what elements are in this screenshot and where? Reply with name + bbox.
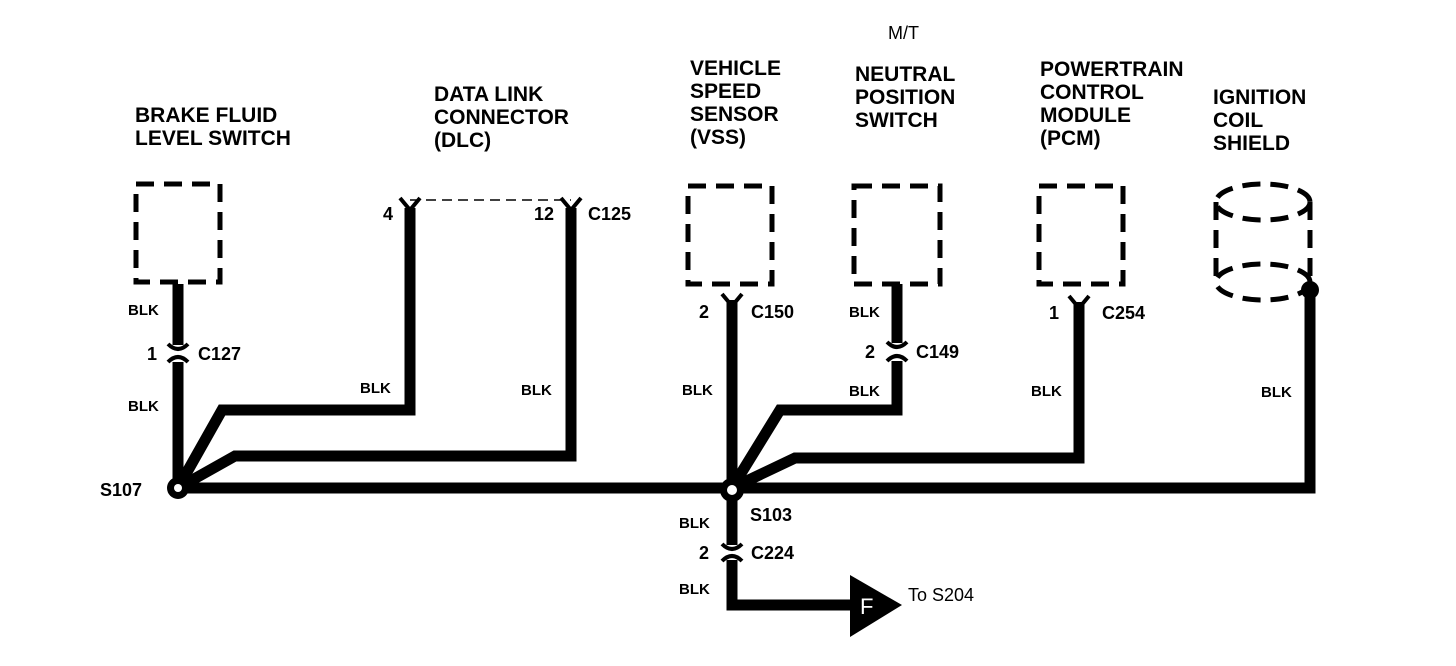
c125-label: C125	[588, 204, 631, 224]
label-line: DATA LINK	[434, 83, 543, 106]
vehicle-speed-sensor-label: VEHICLE SPEED SENSOR (VSS)	[690, 57, 781, 149]
wire-color-shield: BLK	[1261, 384, 1292, 401]
neutral-switch-box	[851, 183, 943, 287]
wire-color-brake-upper: BLK	[128, 302, 159, 319]
brake-fluid-level-switch-label: BRAKE FLUID LEVEL SWITCH	[135, 104, 291, 150]
wire-color-labels: BLK BLK BLK BLK BLK BLK BLK BLK BLK BLK …	[128, 302, 1292, 598]
wire-neutral-lower	[727, 361, 903, 491]
wire-color-dlc-4: BLK	[360, 380, 391, 397]
c150-pin: 2	[699, 302, 709, 322]
label-line: BRAKE FLUID	[135, 104, 277, 127]
wire-color-brake-lower: BLK	[128, 398, 159, 415]
wire-dlc-pin12	[175, 208, 577, 493]
label-line: COIL	[1213, 109, 1263, 132]
c127-pin: 1	[147, 344, 157, 364]
label-line: (DLC)	[434, 129, 491, 152]
vss-box	[685, 183, 775, 287]
label-line: SENSOR	[690, 103, 779, 126]
shield-tap-dot	[1301, 281, 1319, 299]
mt-label: M/T	[888, 23, 919, 43]
wires	[172, 208, 1316, 611]
label-line: SWITCH	[855, 109, 938, 132]
neutral-position-switch-label: NEUTRAL POSITION SWITCH	[855, 63, 955, 132]
c150-label: C150	[751, 302, 794, 322]
label-line: VEHICLE	[690, 57, 781, 80]
pcm-label: POWERTRAIN CONTROL MODULE (PCM)	[1040, 58, 1184, 150]
label-line: SPEED	[690, 80, 761, 103]
label-line: (VSS)	[690, 126, 746, 149]
label-line: IGNITION	[1213, 86, 1306, 109]
label-line: CONNECTOR	[434, 106, 569, 129]
c149-pin: 2	[865, 342, 875, 362]
splice-s103-center	[727, 485, 737, 495]
label-line: CONTROL	[1040, 81, 1144, 104]
label-line: POSITION	[855, 86, 955, 109]
c125-pin-12: 12	[534, 204, 554, 224]
c224-label: C224	[751, 543, 794, 563]
arrow-shape	[850, 575, 902, 637]
label-line: LEVEL SWITCH	[135, 127, 291, 150]
data-link-connector-label: DATA LINK CONNECTOR (DLC)	[434, 83, 569, 152]
wire-color-pcm: BLK	[1031, 383, 1062, 400]
c224-pin: 2	[699, 543, 709, 563]
c125-pin-4: 4	[383, 204, 393, 224]
s107-label: S107	[100, 480, 142, 500]
ground-arrow: F To S204	[850, 575, 974, 637]
wire-color-dlc-12: BLK	[521, 382, 552, 399]
ignition-coil-shield-label: IGNITION COIL SHIELD	[1213, 86, 1306, 155]
wire-ignition-shield	[732, 288, 1316, 494]
arrow-letter: F	[860, 594, 873, 619]
wire-color-neutral-upper: BLK	[849, 304, 880, 321]
wire-dlc-pin4	[173, 208, 416, 491]
label-line: NEUTRAL	[855, 63, 955, 86]
pcm-box	[1036, 183, 1126, 287]
c149-label: C149	[916, 342, 959, 362]
splice-s107-center	[174, 484, 182, 492]
s103-label: S103	[750, 505, 792, 525]
to-s204-label: To S204	[908, 585, 974, 605]
c254-label: C254	[1102, 303, 1145, 323]
wire-to-s204	[726, 560, 855, 611]
label-line: SHIELD	[1213, 132, 1290, 155]
brake-fluid-switch-box	[133, 181, 223, 285]
label-line: POWERTRAIN	[1040, 58, 1184, 81]
wire-color-vss: BLK	[682, 382, 713, 399]
wire-color-neutral-lower: BLK	[849, 383, 880, 400]
c254-pin: 1	[1049, 303, 1059, 323]
wire-color-s103-lower: BLK	[679, 515, 710, 532]
connector-marks	[166, 196, 1091, 563]
label-line: MODULE	[1040, 104, 1131, 127]
c127-label: C127	[198, 344, 241, 364]
ignition-coil-shield-symbol	[1213, 181, 1313, 303]
wire-color-ground: BLK	[679, 581, 710, 598]
wire-pcm	[729, 302, 1085, 493]
label-line: (PCM)	[1040, 127, 1101, 150]
